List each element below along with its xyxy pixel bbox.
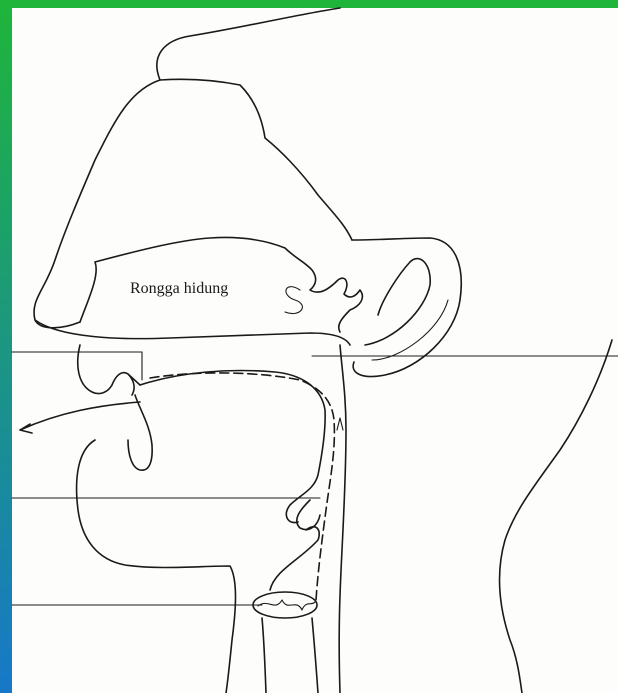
trachea-right xyxy=(312,618,318,693)
nasal-cavity-label: Rongga hidung xyxy=(130,280,228,297)
vocal-folds xyxy=(253,592,317,618)
upper-teeth xyxy=(112,373,140,395)
neck-back-outline xyxy=(500,340,612,693)
sinus-upper-outline xyxy=(160,79,352,240)
larynx-upper xyxy=(270,527,319,590)
tongue-outline xyxy=(140,371,325,523)
lower-lip-outline xyxy=(128,395,152,470)
epiglottis-outline xyxy=(297,500,320,530)
airflow-arrow-up xyxy=(337,418,343,430)
chin-outline xyxy=(77,440,236,693)
ear-lobe-detail xyxy=(372,300,448,360)
trachea-left xyxy=(262,618,266,693)
vocal-folds-detail xyxy=(258,600,315,610)
nasal-concha-upper xyxy=(285,287,302,314)
airflow-arrow-exit xyxy=(20,402,140,433)
airflow-path xyxy=(150,373,334,600)
ear-inner-outline xyxy=(365,259,430,345)
pharynx-back-wall xyxy=(339,345,346,693)
hard-palate-outline xyxy=(35,320,350,345)
